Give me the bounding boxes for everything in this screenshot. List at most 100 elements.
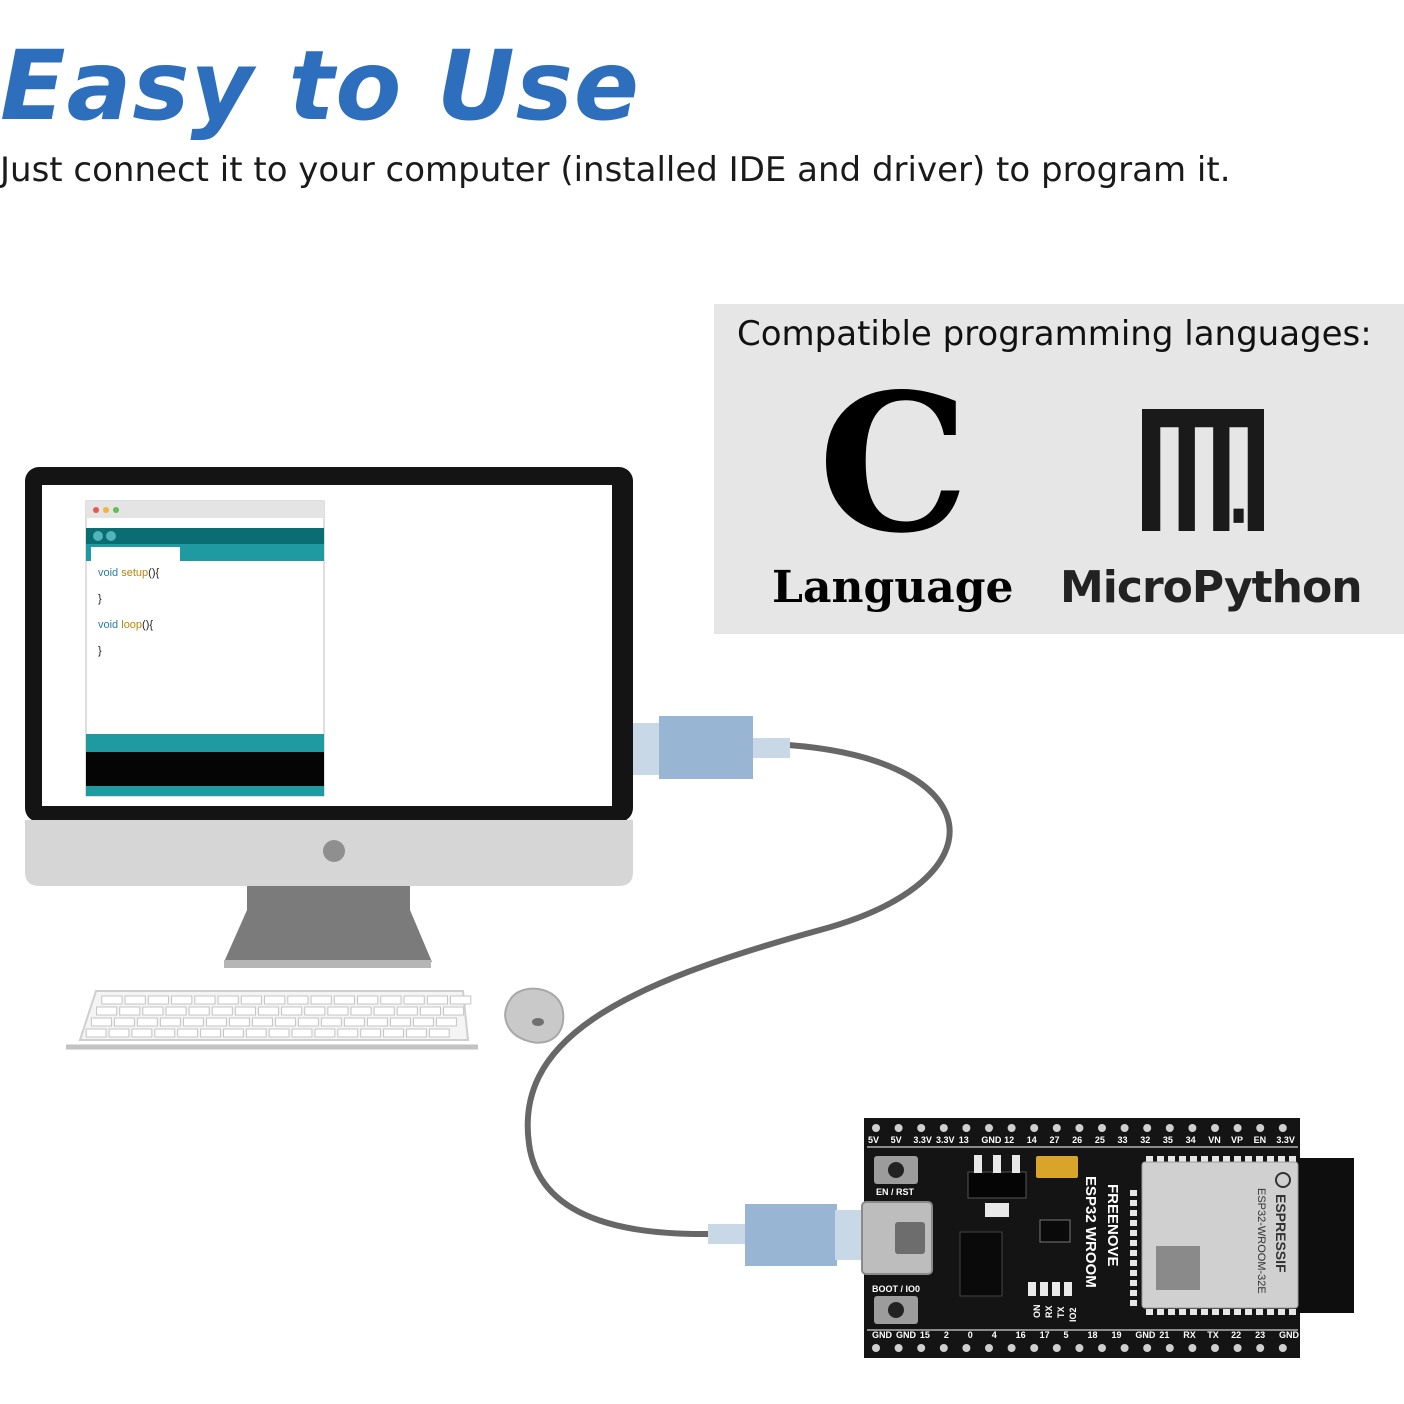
pin-hole — [1098, 1344, 1106, 1352]
languages-panel: Compatible programming languages: C Lang… — [714, 304, 1404, 634]
keyboard-key — [357, 995, 379, 1005]
top-pin-label: 25 — [1095, 1135, 1105, 1145]
pin-hole — [1007, 1124, 1016, 1132]
module-pad — [1201, 1156, 1208, 1162]
keyboard-key — [177, 1028, 199, 1038]
pin-hole — [917, 1124, 926, 1132]
top-pin-label: 33 — [1118, 1135, 1128, 1145]
keyboard-key — [350, 1006, 372, 1016]
keyboard-key — [380, 995, 402, 1005]
module-brand: ESPRESSIF — [1273, 1194, 1289, 1273]
keyboard-key — [373, 1006, 395, 1016]
pin-hole — [1120, 1344, 1129, 1352]
ide-active-tab — [91, 547, 180, 561]
keyboard-key — [343, 1017, 365, 1027]
code-line-3: void loop(){ — [98, 619, 153, 631]
bottom-pin-label: 22 — [1231, 1330, 1241, 1340]
voltage-regulator — [967, 1171, 1027, 1199]
keyboard-key — [245, 1028, 267, 1038]
keyboard-key — [211, 1006, 233, 1016]
bottom-pin-label: 16 — [1016, 1330, 1026, 1340]
keyboard-key — [297, 1017, 319, 1027]
keyboard-key — [428, 1028, 450, 1038]
top-pin-label: GND — [981, 1135, 1002, 1145]
keyboard-key — [234, 1006, 256, 1016]
ide-toolbar — [86, 528, 324, 544]
keyboard-key — [281, 1006, 303, 1016]
usb-serial-chip — [959, 1231, 1003, 1297]
module-pad — [1190, 1309, 1197, 1315]
pin-hole — [1120, 1124, 1129, 1132]
module-pad — [1130, 1250, 1137, 1256]
module-pad — [1278, 1156, 1285, 1162]
verify-icon — [93, 531, 103, 541]
keyboard-key — [264, 995, 286, 1005]
pin-hole — [1030, 1124, 1039, 1132]
keyboard-key — [426, 995, 449, 1005]
keyboard-key — [442, 1006, 465, 1016]
pin-hole — [1188, 1344, 1197, 1352]
keyboard-key — [333, 995, 356, 1005]
pin-hole — [1007, 1344, 1016, 1352]
keyboard — [66, 990, 478, 1050]
bottom-pin-label: 21 — [1159, 1330, 1169, 1340]
keyboard-key — [200, 1028, 221, 1038]
bottom-pin-label: GND — [1135, 1330, 1156, 1340]
module-pad — [1130, 1220, 1137, 1226]
module-pad — [1212, 1156, 1219, 1162]
keyboard-key — [136, 1017, 158, 1027]
top-pin-label: 13 — [959, 1135, 969, 1145]
board-brand: FREENOVE — [1104, 1184, 1121, 1267]
pin-hole — [1030, 1344, 1039, 1352]
keyboard-key — [389, 1017, 411, 1027]
module-pad — [1157, 1156, 1164, 1162]
pin-hole — [1143, 1124, 1152, 1132]
keyboard-key — [251, 1017, 273, 1027]
keyboard-key — [205, 1017, 227, 1027]
usb-a-plug — [633, 716, 790, 779]
led-rx — [1040, 1282, 1048, 1296]
ide-window — [85, 500, 325, 797]
pin-hole — [985, 1124, 993, 1132]
keyboard-key — [412, 1017, 434, 1027]
keyboard-key — [147, 995, 170, 1005]
module-pad — [1223, 1156, 1230, 1162]
c-language-label: Language — [772, 562, 1014, 613]
pin-hole — [985, 1344, 993, 1352]
boot-button-label: BOOT / IO0 — [872, 1284, 920, 1294]
top-pin-label: 5V — [868, 1135, 879, 1145]
pin-hole — [939, 1124, 948, 1132]
page-title: Easy to Use — [0, 30, 640, 142]
module-pad — [1234, 1156, 1241, 1162]
pin-hole — [894, 1344, 903, 1352]
ide-footer — [86, 786, 324, 796]
bottom-pin-label: 17 — [1040, 1330, 1050, 1340]
pin-hole — [1233, 1344, 1242, 1352]
pin-hole — [894, 1124, 903, 1132]
micropython-logo-icon — [1142, 409, 1264, 531]
usb-c-plug — [708, 1204, 863, 1266]
bottom-pin-label: TX — [1207, 1330, 1219, 1340]
module-pad — [1130, 1230, 1137, 1236]
usb-cable — [524, 742, 953, 1238]
module-pad — [1289, 1156, 1296, 1162]
top-pin-label: 32 — [1140, 1135, 1150, 1145]
en-button-cap — [888, 1162, 904, 1178]
keyboard-key — [194, 995, 216, 1005]
keyboard-key — [274, 1017, 296, 1027]
module-pad — [1267, 1309, 1274, 1315]
top-pin-label: VP — [1231, 1135, 1243, 1145]
keyboard-key — [222, 1028, 244, 1038]
keyboard-key — [228, 1017, 250, 1027]
keyboard-key — [419, 1006, 441, 1016]
module-pad — [1278, 1309, 1285, 1315]
code-line-2: } — [98, 593, 102, 605]
top-pin-label: 14 — [1027, 1135, 1037, 1145]
bottom-pin-label: 15 — [920, 1330, 930, 1340]
code-punctuation: (){ — [148, 567, 160, 579]
module-pad — [1179, 1309, 1186, 1315]
top-pin-label: 35 — [1163, 1135, 1173, 1145]
keyboard-key — [450, 995, 472, 1005]
